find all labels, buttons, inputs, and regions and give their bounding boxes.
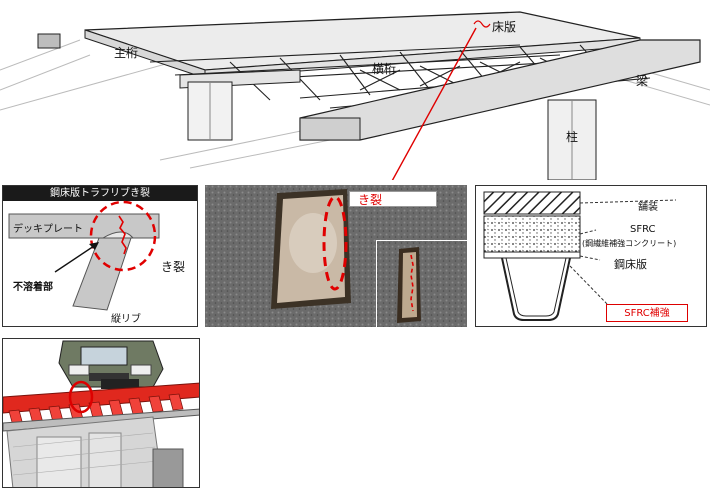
sfrc-label: SFRC xyxy=(630,224,656,235)
column-label: 柱 xyxy=(566,130,579,144)
sfrc-full-label: (鋼繊維補強コンクリート) xyxy=(582,239,677,248)
photo-crack-tag: き裂 xyxy=(349,191,437,207)
sfrc-drawing xyxy=(483,191,677,321)
deck-plate-label: デッキプレート xyxy=(13,224,83,235)
rib-label: 縦リブ xyxy=(111,314,141,325)
pavement-label: 舗装 xyxy=(638,202,658,213)
beam-label: 梁 xyxy=(636,74,649,88)
deck-label: 床版 xyxy=(492,20,517,34)
crack-photo: き裂 xyxy=(205,185,467,327)
cross-beam-label: 横桁 xyxy=(372,62,397,76)
truck-render-image xyxy=(3,340,199,487)
main-girder-label: 主桁 xyxy=(114,46,139,60)
rib-crack-detail: 鋼床版トラフリブき裂 デッキプレート き裂 不溶着部 縦リブ xyxy=(2,185,198,327)
crack-photo-image xyxy=(205,185,467,327)
rib-crack-drawing xyxy=(8,200,160,311)
sfrc-reinforcement-badge: SFRC補強 xyxy=(606,304,688,322)
steel-deck-label: 鋼床版 xyxy=(614,258,647,271)
bridge-illustration: 主桁 床版 横桁 梁 柱 xyxy=(0,0,710,180)
sfrc-section: 舗装 SFRC (鋼繊維補強コンクリート) 鋼床版 SFRC補強 xyxy=(475,185,707,327)
bridge-drawing xyxy=(0,11,710,180)
crack-label: き裂 xyxy=(161,260,186,274)
rib-detail-title: 鋼床版トラフリブき裂 xyxy=(3,186,197,201)
truck-render xyxy=(2,338,200,488)
unwelded-label: 不溶着部 xyxy=(13,282,53,293)
